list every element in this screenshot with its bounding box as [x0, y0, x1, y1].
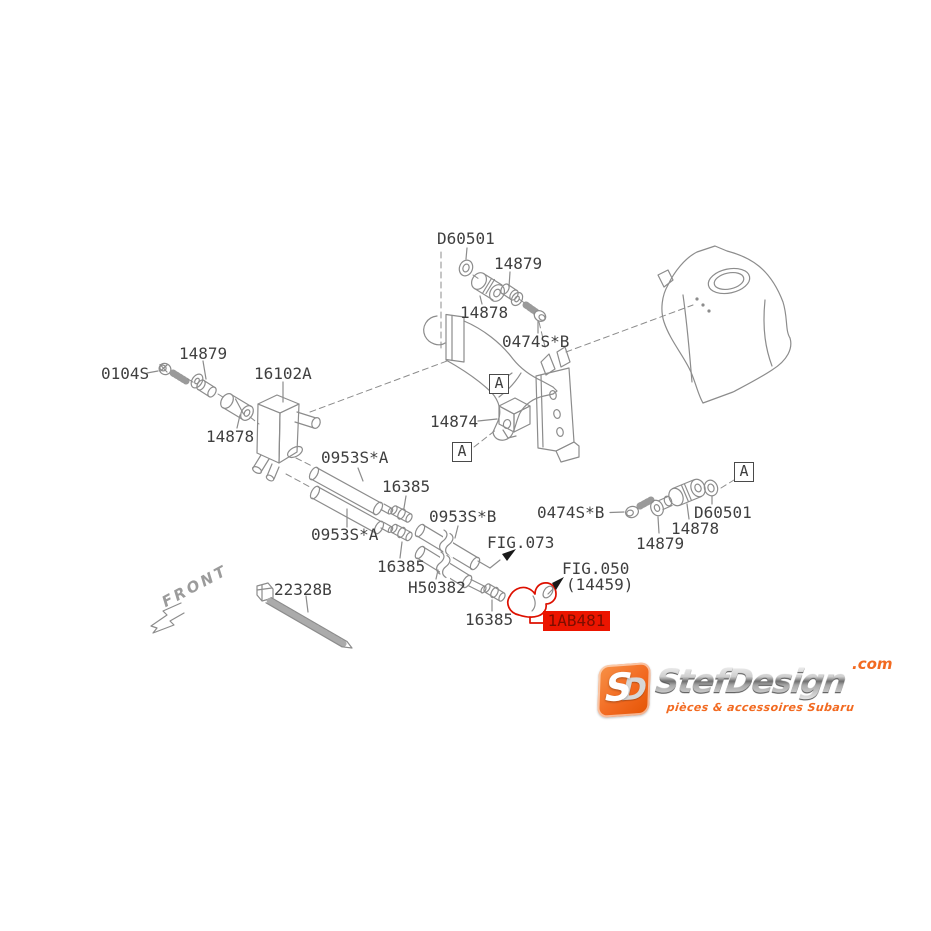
heat-shield-cover	[657, 245, 792, 404]
logo-monogram-letter-front: S	[604, 664, 634, 711]
part-label-d60501-top: D60501	[437, 229, 495, 248]
pipe-joint-2	[380, 521, 413, 542]
part-label-0474sb-top: 0474S*B	[502, 332, 570, 351]
part-label-14878-left: 14878	[206, 427, 255, 446]
part-label-14878-top: 14878	[460, 303, 509, 322]
clamp-bracket	[498, 397, 531, 439]
vacuum-hose-b	[414, 523, 481, 571]
part-label-0953sb: 0953S*B	[429, 507, 497, 526]
front-direction-arrow	[150, 602, 185, 634]
left-fastener-set	[158, 362, 254, 421]
fig-ref-073: FIG.073	[487, 533, 555, 552]
part-label-0104s: 0104S	[101, 364, 150, 383]
part-label-0953sa-2: 0953S*A	[311, 525, 379, 544]
part-label-0953sa-1: 0953S*A	[321, 448, 389, 467]
part-label-14879-top: 14879	[494, 254, 543, 273]
mount-plate	[535, 346, 580, 463]
logo-monogram-tile: D S	[597, 662, 651, 718]
part-label-22328b: 22328B	[274, 580, 332, 599]
part-label-16385-3: 16385	[465, 610, 514, 629]
logo-tld-text: .com	[852, 655, 893, 673]
part-label-14874: 14874	[430, 412, 479, 431]
part-label-16385-2: 16385	[377, 557, 426, 576]
part-label-d60501-right: D60501	[694, 503, 752, 522]
label-leader-lines	[146, 247, 713, 613]
part-label-16102a: 16102A	[254, 364, 312, 383]
pipe-joint-1	[380, 503, 413, 523]
part-label-16385-1: 16385	[382, 477, 431, 496]
fig050-arrow	[547, 577, 564, 595]
section-marker-a-3: A	[734, 462, 754, 482]
part-label-14878-right: 14878	[671, 519, 720, 538]
part-label-14879-right: 14879	[636, 534, 685, 553]
watermark-logo: D S StefDesign .com pièces & accessoires…	[594, 655, 893, 728]
part-label-14879-left: 14879	[179, 344, 228, 363]
top-fastener-set	[458, 259, 547, 322]
highlighted-elbow-hose	[507, 582, 557, 624]
part-label-0474sb-right: 0474S*B	[537, 503, 605, 522]
assembly-dashed-lines	[187, 251, 735, 489]
highlighted-part-label-1ab481: 1AB481	[543, 611, 610, 631]
right-fastener-set	[625, 478, 719, 519]
fig073-arrow	[477, 549, 516, 569]
logo-tagline: pièces & accessoires Subaru	[666, 701, 855, 714]
fig-ref-050-part: (14459)	[566, 575, 634, 594]
pipe-joint-3	[467, 578, 506, 602]
solenoid-valve	[252, 394, 321, 482]
logo-brand-row: StefDesign .com	[653, 655, 892, 700]
fig-ref-050: FIG.050	[562, 559, 630, 578]
cable-tie	[256, 582, 353, 649]
logo-brand-text: StefDesign	[653, 661, 848, 700]
section-marker-a-2: A	[452, 442, 472, 462]
section-marker-a-1: A	[489, 374, 509, 394]
vacuum-hose-h	[414, 545, 473, 589]
part-label-h50382: H50382	[408, 578, 466, 597]
